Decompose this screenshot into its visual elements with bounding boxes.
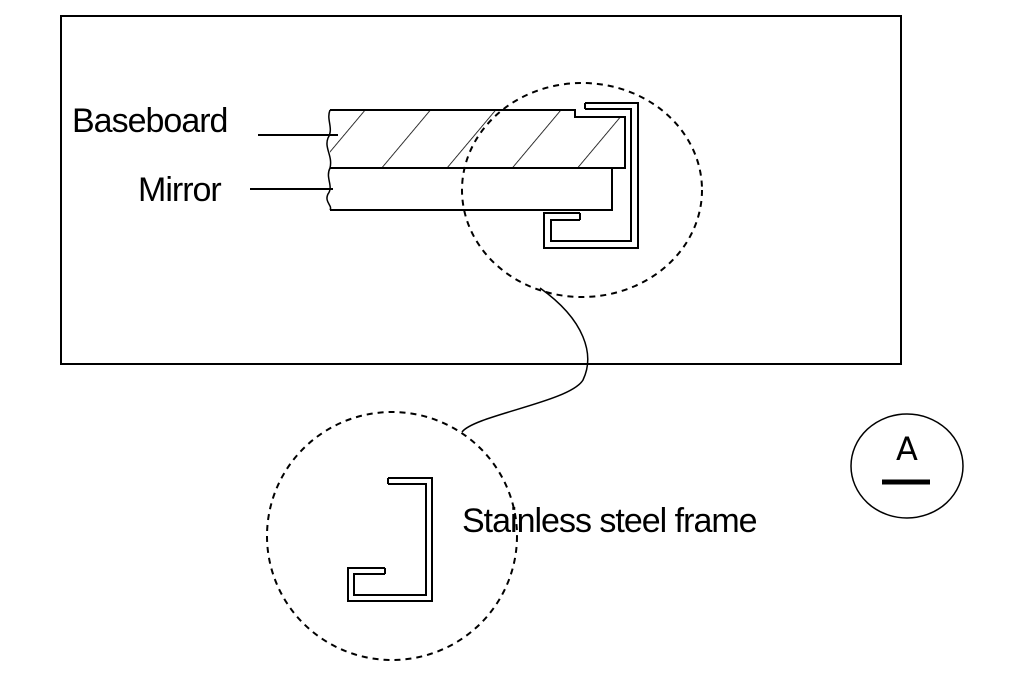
stainless-steel-frame-enlarged [347,477,433,602]
baseboard-section [326,109,626,169]
mirror-section [326,167,613,211]
detail-callout-circle [461,82,703,298]
drawing-border [60,15,902,365]
mirror-label: Mirror [138,171,221,209]
stainless-steel-frame-installed [543,102,639,249]
enlarged-detail-circle [266,411,518,661]
baseboard-label: Baseboard [72,102,227,140]
stainless-steel-frame-label: Stainless steel frame [462,502,757,540]
detail-leader-curve [461,287,589,433]
section-marker: A [850,413,964,519]
section-marker-letter: A [896,430,918,468]
